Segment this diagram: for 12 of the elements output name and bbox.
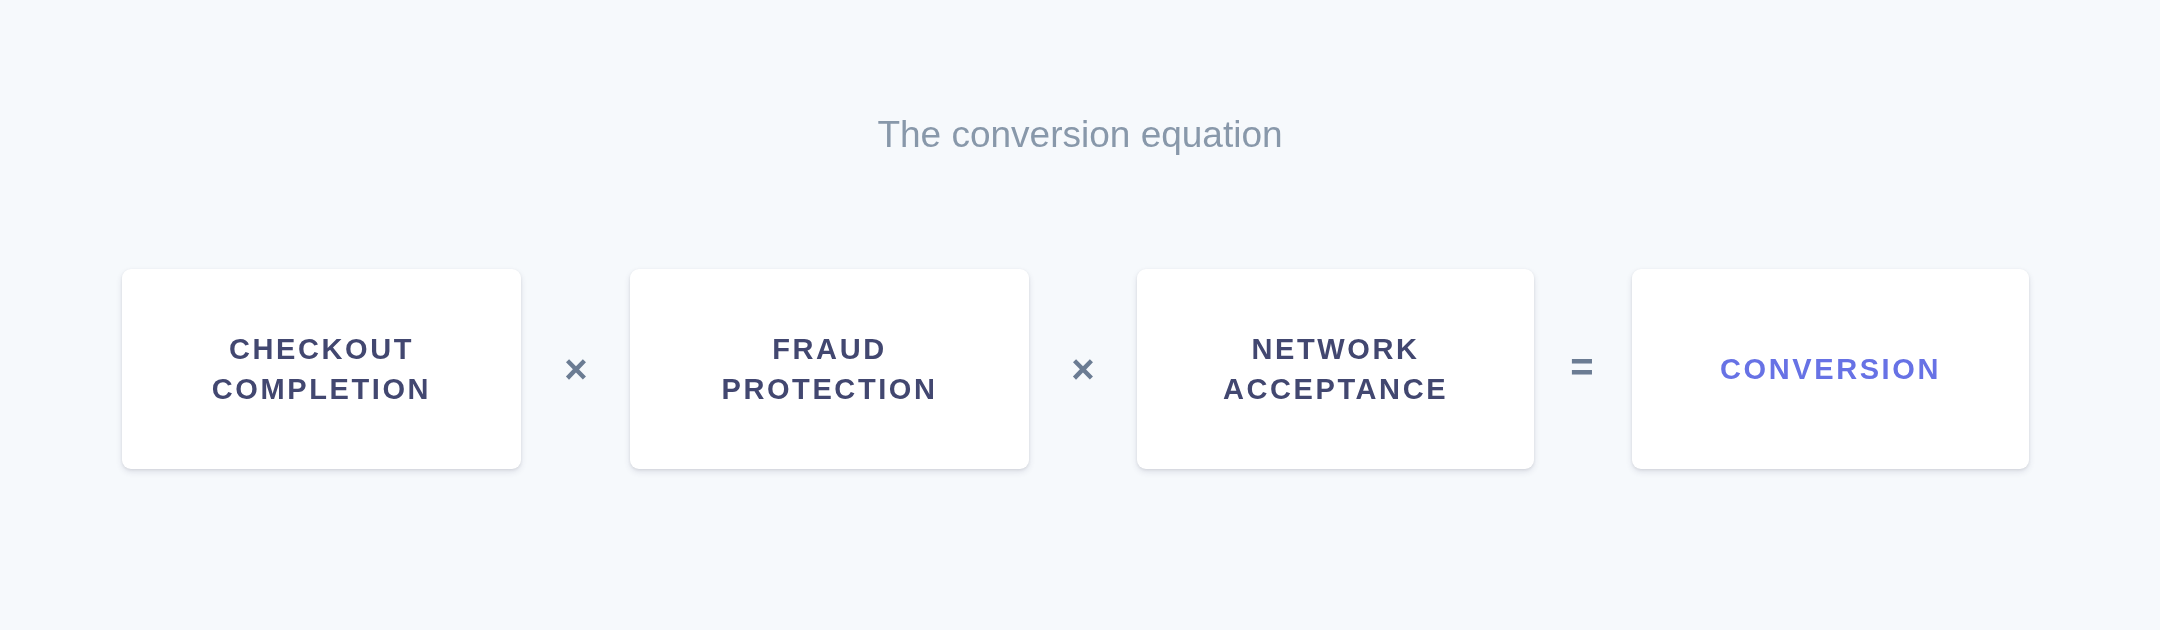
metric-card	[1137, 269, 1534, 469]
card-label: CHECKOUT COMPLETION	[210, 332, 433, 407]
metric-card	[1632, 269, 2029, 469]
diagram-title: The conversion equation	[877, 114, 1283, 156]
operator-sign: =	[1570, 347, 1594, 387]
metric-card	[122, 269, 521, 469]
operator-sign: ×	[1071, 349, 1095, 389]
card-label: FRAUD PROTECTION	[720, 332, 939, 407]
card-label: CONVERSION	[1720, 352, 1941, 387]
metric-card	[630, 269, 1029, 469]
card-label: NETWORK ACCEPTANCE	[1221, 332, 1450, 407]
operator-sign: ×	[564, 349, 588, 389]
